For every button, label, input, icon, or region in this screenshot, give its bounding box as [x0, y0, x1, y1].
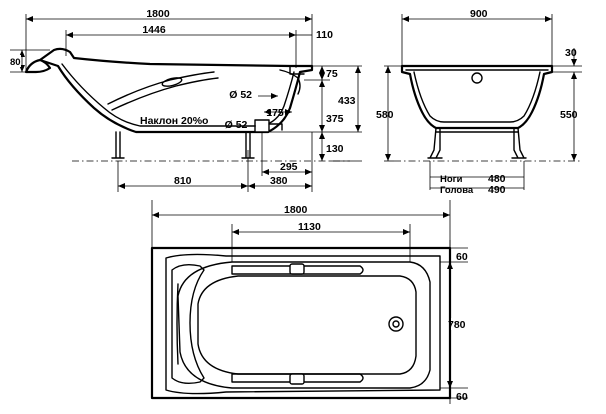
- end-dim-550: 550: [560, 109, 578, 121]
- top-basin-inner: [197, 275, 417, 375]
- side-dim-130: 130: [326, 143, 344, 155]
- top-headrest-inner: [176, 283, 179, 365]
- end-head-value: 490: [488, 184, 506, 196]
- side-handle-groove-2: [111, 77, 219, 111]
- side-dim-1800: 1800: [146, 8, 170, 20]
- top-dim-1800: 1800: [284, 204, 308, 216]
- side-dim-380: 380: [270, 175, 288, 187]
- side-leg-front: [111, 131, 125, 159]
- top-view: 1800 1130 60 780 60: [150, 200, 473, 404]
- side-dim-375: 375: [326, 113, 344, 125]
- side-dim-75: 75: [326, 68, 338, 80]
- side-d52-top: Ø 52: [229, 89, 252, 101]
- end-inner-wall: [413, 71, 541, 123]
- end-legs-value: 480: [488, 173, 506, 185]
- side-inner-wall: [61, 63, 295, 127]
- side-handle-groove: [107, 71, 215, 105]
- end-dim-30: 30: [565, 47, 577, 59]
- side-head-end: [24, 58, 52, 74]
- end-tub-body: [400, 64, 554, 130]
- end-view: 900 30 580 550 Ноги Голова 480 490: [376, 8, 582, 196]
- side-dim-295: 295: [280, 161, 298, 173]
- side-slope-label: Наклон 20%o: [140, 115, 208, 127]
- side-dim-80: 80: [10, 57, 21, 68]
- side-view: 1800 1446 110 80 Наклон 20%o Ø 52 Ø 52 1…: [9, 8, 362, 192]
- end-leg-left: [427, 127, 443, 159]
- side-dim-110: 110: [316, 29, 333, 41]
- end-legs-label: Ноги: [440, 174, 463, 185]
- top-basin-outer: [177, 261, 431, 389]
- top-handle-lower: [231, 373, 364, 383]
- side-d52-bottom: Ø 52: [225, 119, 248, 131]
- top-dim-60-bottom: 60: [456, 391, 468, 403]
- end-overflow-icon: [471, 72, 483, 84]
- end-head-label: Голова: [440, 185, 474, 196]
- side-dim-810: 810: [174, 175, 192, 187]
- side-handle-icon: [161, 77, 183, 87]
- top-inner-rim: [165, 253, 441, 395]
- top-dim-1130: 1130: [298, 221, 321, 233]
- top-handle-lower-grip: [289, 373, 305, 385]
- top-handle-upper: [231, 265, 364, 275]
- side-rim-step: [289, 65, 305, 75]
- side-overflow: [279, 69, 301, 95]
- top-dim-780: 780: [448, 319, 466, 331]
- end-dim-900: 900: [470, 8, 488, 20]
- end-leg-right: [511, 127, 527, 159]
- side-dim-1446: 1446: [142, 24, 166, 36]
- side-dim-175: 175: [266, 107, 284, 119]
- side-drain-bend: [268, 123, 283, 131]
- side-drain-pipe: [254, 119, 270, 133]
- top-drain-icon: [388, 316, 404, 332]
- top-handle-upper-grip: [289, 263, 305, 275]
- side-dim-433: 433: [338, 95, 356, 107]
- top-headrest: [171, 263, 205, 385]
- end-dim-580: 580: [376, 109, 394, 121]
- top-dim-60-top: 60: [456, 251, 468, 263]
- top-drain-inner-icon: [392, 320, 400, 328]
